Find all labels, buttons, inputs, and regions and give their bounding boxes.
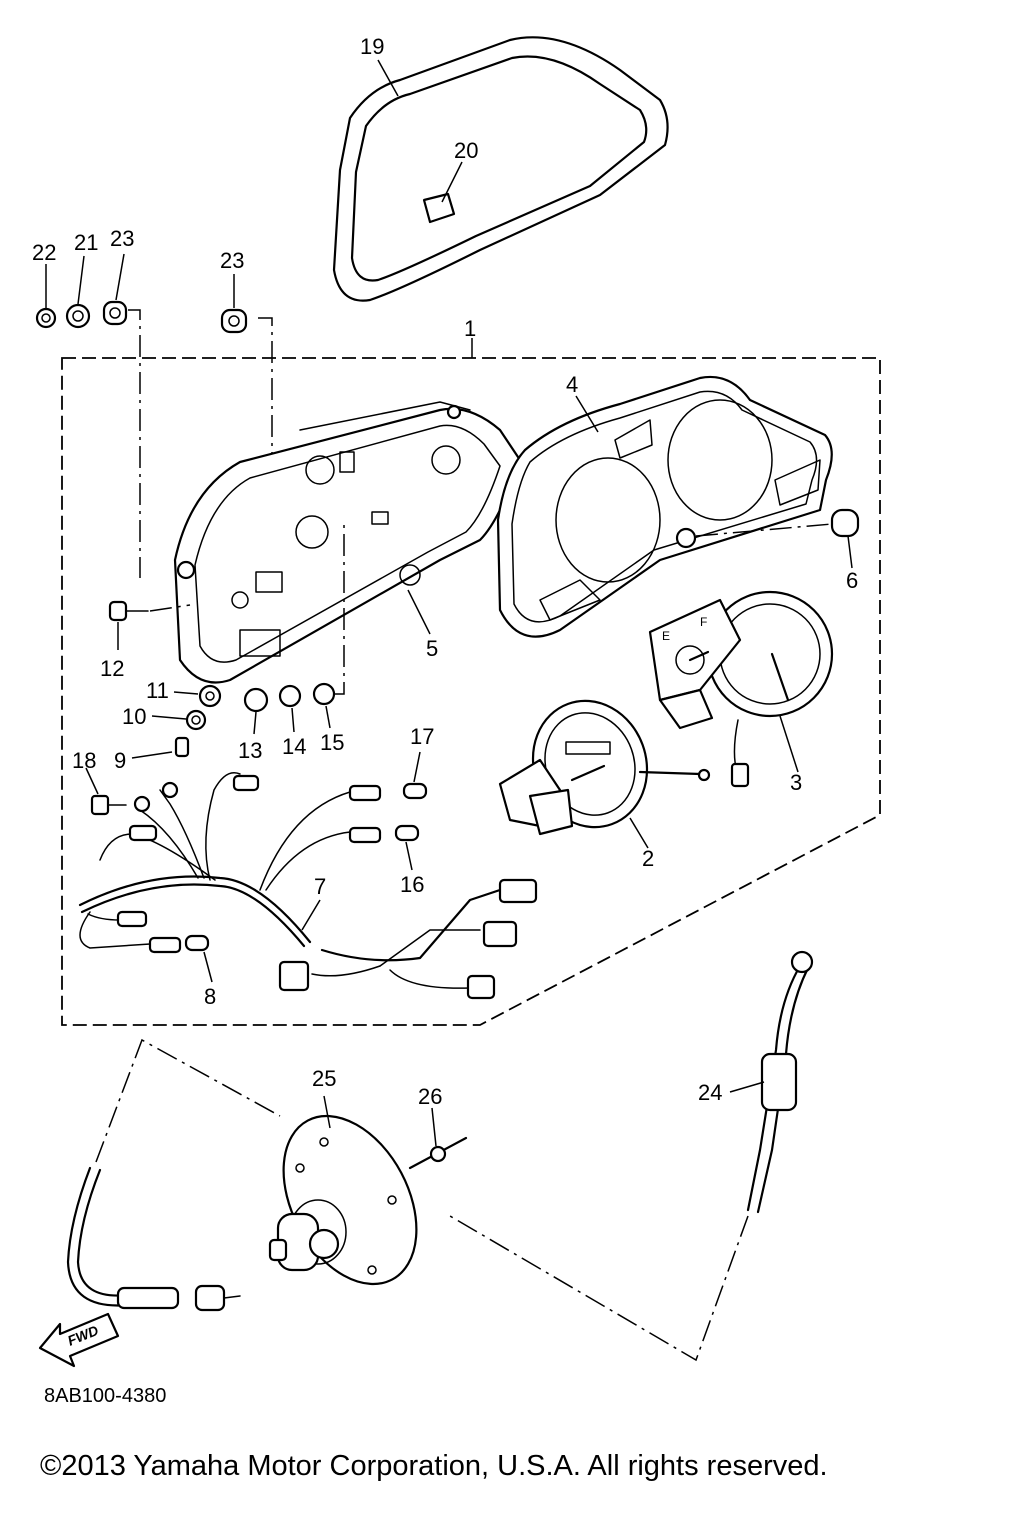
callout-2: 2	[642, 846, 654, 871]
callout-25: 25	[312, 1066, 336, 1091]
callout-7: 7	[314, 874, 326, 899]
callout-18: 18	[72, 748, 96, 773]
hardware-top-left	[35, 253, 273, 578]
callout-3: 3	[790, 770, 802, 795]
leader-25	[323, 1095, 331, 1129]
leader-26	[431, 1107, 437, 1147]
callout-1: 1	[464, 316, 476, 341]
callout-26: 26	[418, 1084, 442, 1109]
leader-5	[407, 589, 431, 635]
wiring-harness	[78, 772, 538, 1000]
screw-26	[408, 1107, 468, 1170]
leader-17	[413, 751, 421, 783]
leader-15	[325, 705, 331, 729]
leader-14	[291, 707, 295, 733]
leader-10	[151, 715, 187, 720]
callout-5: 5	[426, 636, 438, 661]
meter-case	[173, 401, 522, 684]
fuel-gauge	[648, 590, 834, 788]
gauge-e-label: E	[662, 629, 670, 643]
leader-11	[173, 691, 199, 695]
leader-7	[301, 899, 321, 931]
meter-bracket	[268, 1095, 418, 1286]
callout-23b: 23	[220, 248, 244, 273]
part-code: 8AB100-4380	[44, 1385, 166, 1407]
callout-11: 11	[146, 678, 169, 703]
bulbs	[184, 751, 428, 983]
callout-16: 16	[400, 872, 424, 897]
leader-20	[441, 161, 463, 203]
leader-8	[203, 951, 213, 983]
speedometer	[498, 699, 711, 849]
leader-19	[377, 59, 399, 97]
leader-4	[575, 395, 599, 433]
leader-16	[405, 841, 413, 871]
callout-10: 10	[122, 704, 146, 729]
callout-12: 12	[100, 656, 124, 681]
callout-22: 22	[32, 240, 56, 265]
gauge-f-label: F	[700, 615, 707, 629]
callout-19: 19	[360, 34, 384, 59]
leader-6	[847, 535, 853, 569]
callout-23a: 23	[110, 226, 134, 251]
callout-24: 24	[698, 1080, 722, 1105]
copyright-notice: ©2013 Yamaha Motor Corporation, U.S.A. A…	[40, 1450, 828, 1482]
bezel-cover	[332, 36, 669, 302]
leader-24	[729, 1081, 765, 1093]
callout-14: 14	[282, 734, 306, 759]
hardware-left	[85, 520, 345, 816]
fwd-arrow-icon: FWD	[38, 1312, 120, 1368]
lower-cable	[66, 1038, 281, 1312]
callout-17: 17	[410, 724, 434, 749]
callout-9: 9	[114, 748, 126, 773]
assembly-boundary	[61, 357, 881, 1026]
leader-2	[629, 817, 649, 849]
meter-face-panel	[496, 375, 833, 638]
speedometer-cable	[449, 950, 814, 1362]
leader-13	[253, 711, 257, 735]
leader-3	[779, 715, 799, 773]
leader-9	[131, 751, 173, 759]
leader-23a	[115, 253, 125, 301]
leader-21	[77, 255, 85, 305]
grommet-6	[675, 508, 860, 569]
callout-6: 6	[846, 568, 858, 593]
callout-8: 8	[204, 984, 216, 1009]
callout-21: 21	[74, 230, 98, 255]
leader-18	[85, 767, 99, 795]
callout-20: 20	[454, 138, 478, 163]
callout-13: 13	[238, 738, 262, 763]
callout-4: 4	[566, 372, 578, 397]
callout-15: 15	[320, 730, 344, 755]
